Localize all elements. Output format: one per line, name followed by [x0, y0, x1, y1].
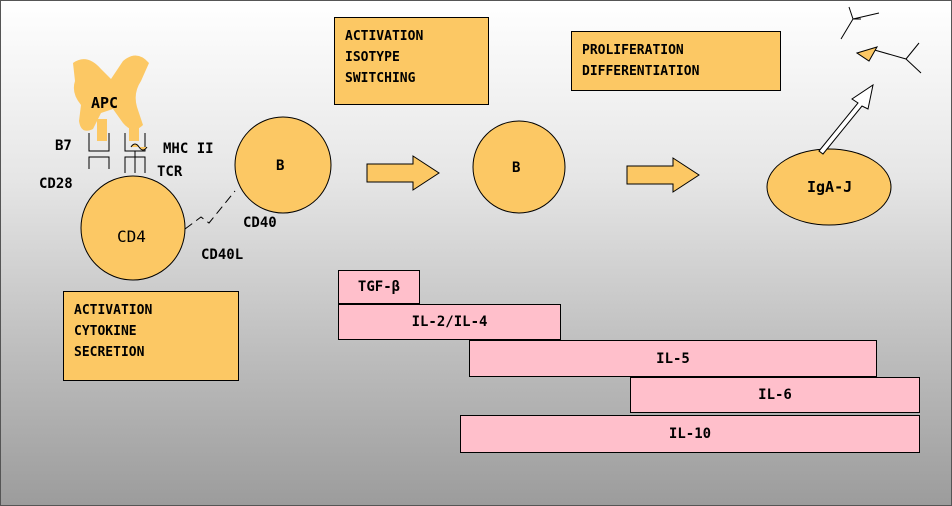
- cd40-cd40l-link: [184, 190, 236, 230]
- apc-cell: [73, 55, 149, 131]
- b-activation-line-1: ACTIVATION: [345, 29, 424, 44]
- b7-bracket: [88, 133, 110, 152]
- b-cell-2-label: B: [512, 160, 521, 176]
- plasma-cell: [766, 148, 892, 226]
- proliferation-line-1: PROLIFERATION: [582, 43, 684, 58]
- peptide: [130, 143, 148, 151]
- b7-label: B7: [55, 138, 72, 154]
- cytokine-bar-il5: IL-5: [469, 340, 877, 377]
- iga-molecule: [840, 6, 922, 74]
- b-cell-1: [234, 116, 332, 214]
- b-activation-box: ACTIVATION ISOTYPE SWITCHING: [334, 17, 489, 105]
- b-activation-line-3: SWITCHING: [345, 71, 416, 86]
- j-chain: [855, 46, 879, 62]
- arrow-1: [366, 155, 440, 191]
- cytokine-label-il6: IL-6: [758, 387, 792, 403]
- t-activation-box: ACTIVATION CYTOKINE SECRETION: [63, 291, 239, 381]
- cytokine-label-il10: IL-10: [668, 426, 712, 442]
- cytokine-label-il5: IL-5: [656, 350, 690, 367]
- b-cell-2: [472, 120, 566, 214]
- cd40l-label: CD40L: [201, 247, 244, 263]
- cd40-label: CD40: [243, 215, 277, 231]
- tcr-label: TCR: [157, 164, 183, 180]
- apc-stalk-mhc: [129, 119, 139, 141]
- t-activation-line-1: ACTIVATION: [74, 303, 153, 318]
- cytokine-label-il2-il4: IL-2/IL-4: [411, 314, 488, 330]
- cd4-cell: [80, 175, 186, 281]
- cd28-bracket: [88, 156, 110, 169]
- b-cell-1-label: B: [276, 158, 285, 174]
- cytokine-bar-tgf-beta: TGF-β: [338, 270, 420, 304]
- t-activation-line-3: SECRETION: [74, 345, 145, 360]
- cd28-label: CD28: [39, 176, 73, 192]
- proliferation-box: PROLIFERATION DIFFERENTIATION: [571, 31, 781, 91]
- apc-stalk-b7: [97, 119, 107, 141]
- plasma-cell-label: IgA-J: [807, 178, 853, 196]
- b-activation-line-2: ISOTYPE: [345, 50, 400, 65]
- arrow-2: [626, 157, 700, 193]
- mhc-ii-label: MHC II: [163, 141, 214, 157]
- apc-label: APC: [91, 94, 119, 112]
- cytokine-label-tgf-beta: TGF-β: [357, 279, 401, 295]
- proliferation-line-2: DIFFERENTIATION: [582, 64, 700, 79]
- t-activation-line-2: CYTOKINE: [74, 324, 137, 339]
- cd4-label: CD4: [117, 227, 146, 246]
- cytokine-bar-il10: IL-10: [460, 415, 920, 453]
- cytokine-bar-il6: IL-6: [630, 377, 920, 413]
- cytokine-bar-il2-il4: IL-2/IL-4: [338, 304, 561, 340]
- secretion-arrow: [818, 83, 874, 155]
